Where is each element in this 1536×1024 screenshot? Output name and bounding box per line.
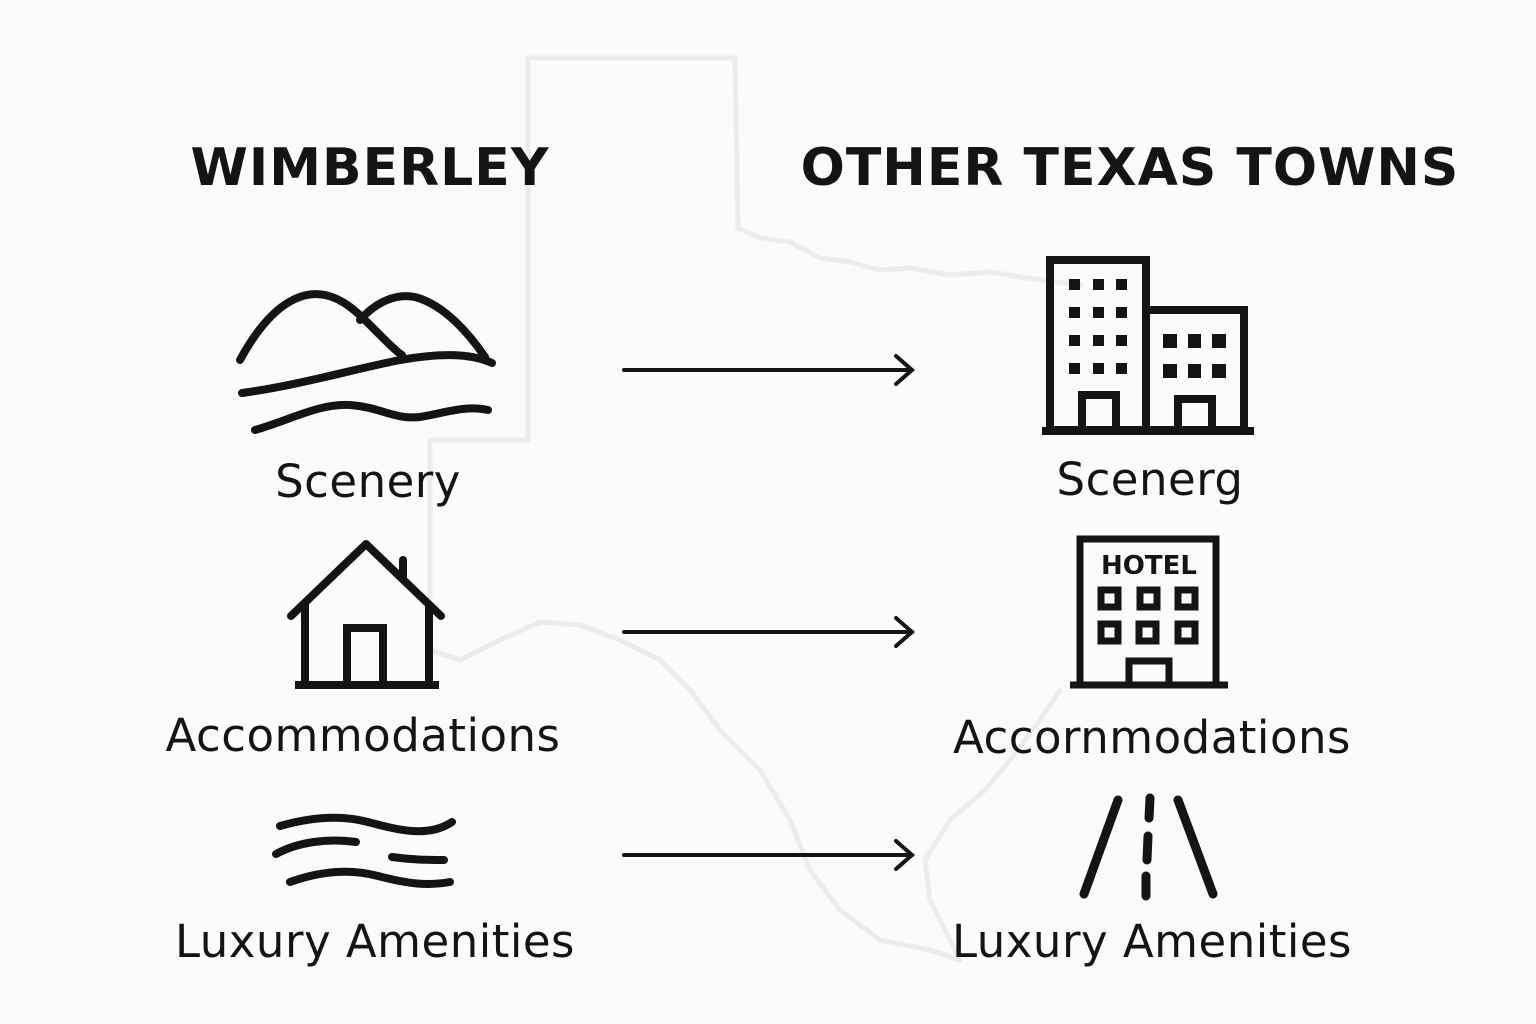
house-icon: [287, 540, 445, 689]
label-other-accommodations: Accornmodations: [953, 711, 1351, 764]
mountains-river-icon: [236, 290, 496, 434]
heading-wimberley: WIMBERLEY: [190, 138, 550, 198]
heading-other-texas-towns: OTHER TEXAS TOWNS: [800, 138, 1460, 198]
label-other-luxury-amenities: Luxury Amenities: [952, 915, 1352, 968]
right-arrow-icon: [622, 354, 916, 386]
label-wimberley-scenery: Scenery: [275, 455, 461, 508]
label-wimberley-luxury-amenities: Luxury Amenities: [175, 915, 575, 968]
hotel-building-icon: HOTEL: [1070, 535, 1228, 689]
water-waves-icon: [272, 813, 456, 888]
road-icon: [1079, 793, 1218, 901]
hotel-sign-text: HOTEL: [1101, 551, 1197, 581]
label-other-scenery: Scenerg: [1056, 453, 1244, 506]
city-buildings-icon: [1042, 256, 1254, 435]
right-arrow-icon: [622, 839, 916, 871]
label-wimberley-accommodations: Accommodations: [165, 709, 561, 762]
right-arrow-icon: [622, 616, 916, 648]
